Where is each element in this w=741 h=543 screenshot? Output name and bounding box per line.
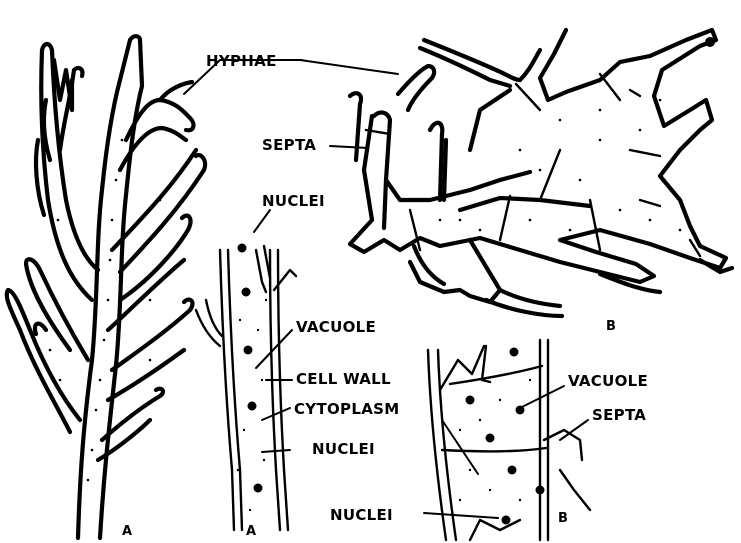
label-nuclei-b: NUCLEI [330,506,393,524]
label-septa-b: SEPTA [592,406,646,424]
labels: HYPHAE SEPTA NUCLEI VACUOLE CELL WALL CY… [122,52,648,539]
label-panel-a-left: A [122,524,132,539]
label-cytoplasm: CYTOPLASM [294,400,399,418]
label-septa-top: SEPTA [262,136,316,154]
label-panel-b-bottom: B [558,511,568,526]
leader-lines [183,59,589,519]
label-vacuole-a: VACUOLE [296,318,376,336]
label-cell-wall: CELL WALL [296,370,391,388]
label-vacuole-b: VACUOLE [568,372,648,390]
septate-hypha-magnified [426,338,592,542]
aseptate-hypha-magnified [194,243,298,532]
septate-hypha-drawing [347,27,735,319]
label-panel-b-top: B [606,319,616,334]
label-nuclei-a: NUCLEI [312,440,375,458]
label-nuclei-top: NUCLEI [262,192,325,210]
label-panel-a-mid: A [246,524,256,539]
label-hyphae: HYPHAE [206,52,277,70]
aseptate-hypha-drawing [4,34,208,541]
